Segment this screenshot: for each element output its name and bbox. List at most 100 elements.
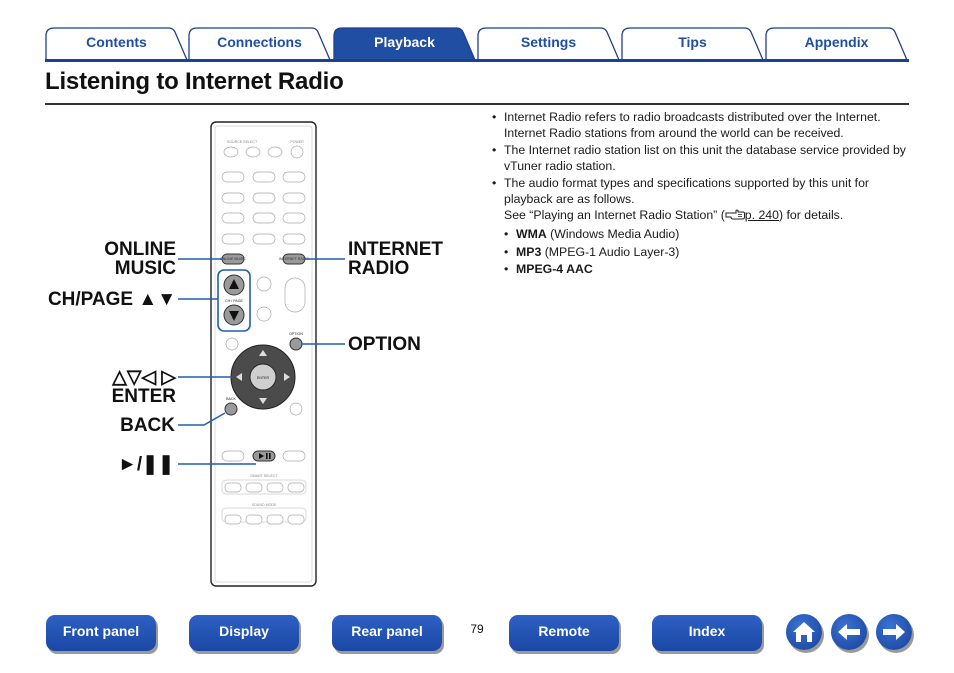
source-select-label: SOURCE SELECT <box>227 140 258 144</box>
enter-key <box>249 363 277 391</box>
see-prefix: See “Playing an Internet Radio Station” … <box>504 207 725 222</box>
list-item-text: The audio format types and specification… <box>504 176 870 206</box>
format-name: MP3 <box>516 244 542 259</box>
favorite-button <box>256 276 272 292</box>
front-panel-button[interactable]: Front panel <box>46 615 156 651</box>
content-column: Internet Radio refers to radio broadcast… <box>490 110 910 280</box>
left-arrow-icon <box>236 373 242 381</box>
online-music-key-label: ONLINE MUSIC <box>220 257 246 261</box>
rear-panel-button[interactable]: Rear panel <box>332 615 442 651</box>
tab-shape <box>333 27 476 60</box>
info-list: Internet Radio refers to radio broadcast… <box>490 110 910 278</box>
enter-key-label: ENTER <box>257 376 270 380</box>
pause-icon <box>266 453 268 459</box>
source-button <box>245 146 261 158</box>
tab-label: Playback <box>374 34 435 50</box>
format-name: MPEG-4 AAC <box>516 262 593 277</box>
remote-inner-border <box>214 125 313 583</box>
power-button <box>290 145 304 159</box>
tab-connections[interactable]: Connections <box>188 27 331 60</box>
cursor-keys-label: △▽◁ ▷ <box>112 367 176 388</box>
power-label: POWER <box>290 140 304 144</box>
function-button <box>221 233 245 245</box>
previous-page-button[interactable] <box>831 614 867 650</box>
tab-divider <box>45 59 909 62</box>
tab-settings[interactable]: Settings <box>477 27 620 60</box>
back-callout: BACK <box>120 415 175 436</box>
back-key-label: BACK <box>226 397 236 401</box>
sound-mode-button <box>224 514 242 525</box>
tab-bar: Contents Connections Playback Settings T… <box>45 27 909 62</box>
reference-hand-icon <box>725 209 745 220</box>
info-button <box>225 337 239 351</box>
tab-label: Connections <box>217 34 302 50</box>
online-music-callout: ONLINE MUSIC <box>60 240 176 278</box>
format-item: WMA (Windows Media Audio) <box>504 227 910 243</box>
mute-button <box>256 306 272 322</box>
tab-label: Contents <box>86 34 147 50</box>
right-arrow-icon <box>284 373 290 381</box>
callout-line-2: RADIO <box>348 258 410 279</box>
smart-select-button <box>224 482 242 493</box>
smart-select-button <box>266 482 284 493</box>
format-desc: (Windows Media Audio) <box>546 227 680 242</box>
function-button <box>252 233 276 245</box>
function-button <box>252 192 276 204</box>
skip-forward-button <box>282 450 306 462</box>
tab-label: Tips <box>678 34 707 50</box>
setup-button <box>289 402 303 416</box>
sound-mode-button <box>266 514 284 525</box>
source-button <box>223 146 239 158</box>
index-button[interactable]: Index <box>652 615 762 651</box>
see-suffix: ) for details. <box>779 207 844 222</box>
up-arrow-icon <box>259 350 267 356</box>
tab-label: Appendix <box>804 34 869 50</box>
ch-page-key-label: CH / PAGE <box>225 299 244 303</box>
tab-contents[interactable]: Contents <box>45 27 188 60</box>
internet-radio-key-label: INTERNET RADIO <box>279 257 309 261</box>
home-button[interactable] <box>786 614 822 650</box>
down-triangle-icon <box>229 311 239 321</box>
function-button <box>282 233 306 245</box>
tab-playback[interactable]: Playback <box>333 27 476 60</box>
down-arrow-icon <box>259 398 267 404</box>
remote-button[interactable]: Remote <box>509 615 619 651</box>
option-key <box>289 337 303 351</box>
remote-drawing: SOURCE SELECT POWER ONLINE MUSIC INTERNE… <box>178 121 345 587</box>
title-divider <box>45 103 909 105</box>
option-callout: OPTION <box>348 334 421 355</box>
function-button <box>282 171 306 183</box>
function-button <box>282 212 306 224</box>
tab-tips[interactable]: Tips <box>621 27 764 60</box>
tab-shape <box>477 27 620 60</box>
callout-line-1: INTERNET <box>348 239 443 260</box>
page-number: 79 <box>470 622 484 636</box>
see-reference: See “Playing an Internet Radio Station” … <box>504 208 910 224</box>
play-pause-callout: ►/❚❚ <box>118 454 174 475</box>
list-item: The Internet radio station list on this … <box>490 143 910 174</box>
list-item-text: The Internet radio station list on this … <box>504 143 906 173</box>
function-button <box>252 212 276 224</box>
format-list: WMA (Windows Media Audio) MP3 (MPEG-1 Au… <box>504 227 910 278</box>
tab-shape <box>765 27 908 60</box>
list-item: Internet Radio refers to radio broadcast… <box>490 110 910 141</box>
internet-radio-callout: INTERNET RADIO <box>348 240 458 278</box>
back-callout-line <box>178 412 226 426</box>
home-icon <box>793 622 815 642</box>
page-reference-link[interactable]: p. 240 <box>744 207 779 222</box>
sound-mode-button <box>287 514 305 525</box>
tab-shape <box>621 27 764 60</box>
next-page-button[interactable] <box>876 614 912 650</box>
display-button[interactable]: Display <box>189 615 299 651</box>
option-key-label: OPTION <box>289 332 303 336</box>
smart-select-button <box>245 482 263 493</box>
remote-illustration: SOURCE SELECT POWER ONLINE MUSIC INTERNE… <box>0 110 460 600</box>
smart-select-frame <box>221 479 307 495</box>
function-button <box>221 192 245 204</box>
skip-back-button <box>221 450 245 462</box>
tab-appendix[interactable]: Appendix <box>765 27 908 60</box>
callout-line-2: MUSIC <box>114 258 176 279</box>
sound-mode-button <box>245 514 263 525</box>
cursor-callout: △▽◁ ▷ ENTER <box>60 368 176 406</box>
function-button <box>221 171 245 183</box>
